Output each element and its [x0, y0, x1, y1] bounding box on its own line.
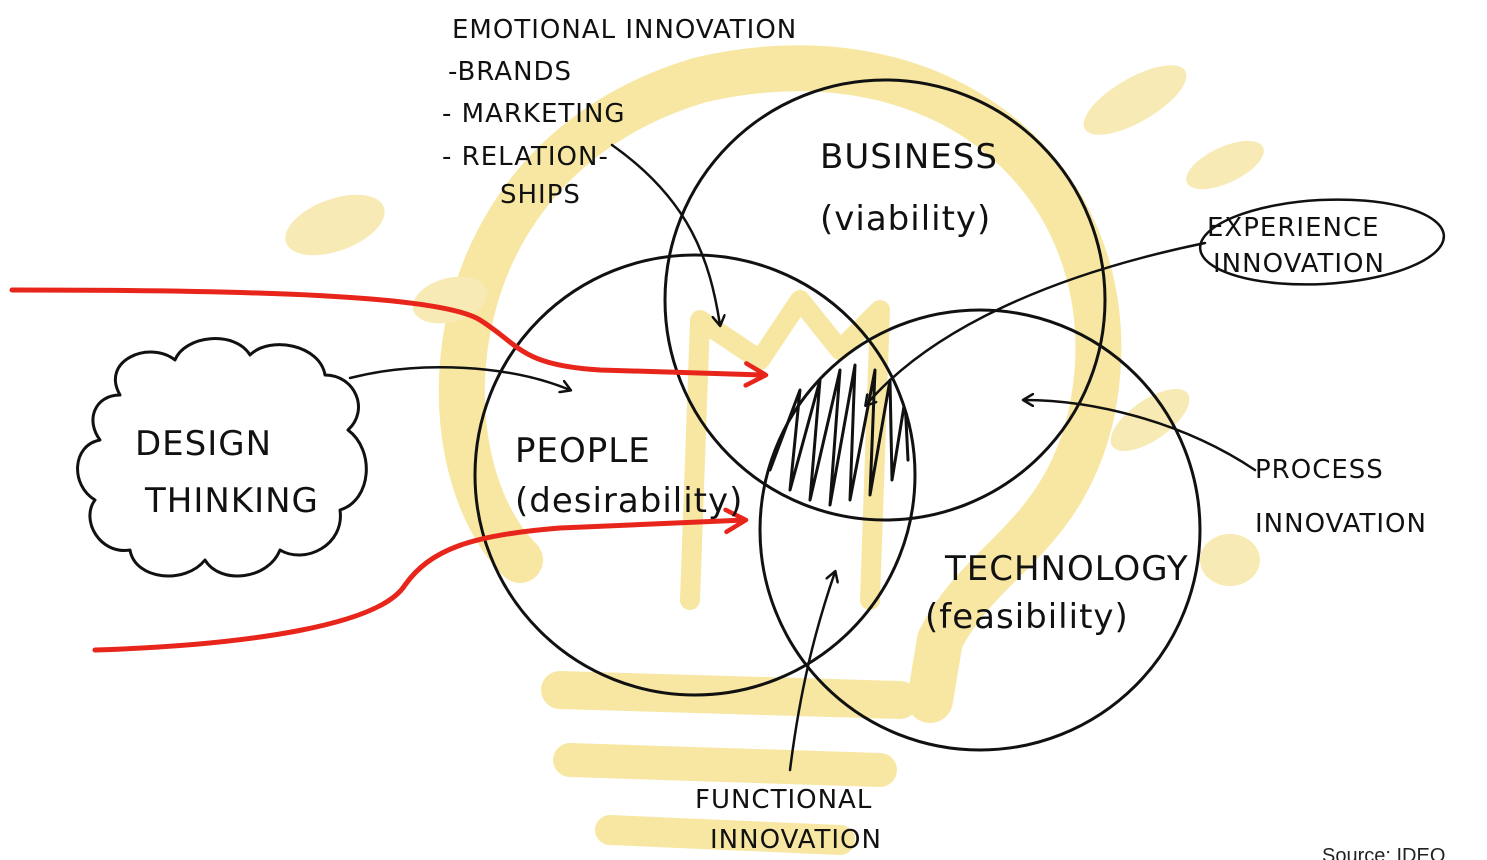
business-sub-label: (viability) [820, 199, 991, 239]
technology-sub-label: (feasibility) [925, 597, 1129, 637]
arrow-experience [866, 241, 1207, 405]
emotional-innovation-title: EMOTIONAL INNOVATION [452, 15, 797, 45]
source-credit: Source: IDEO [1322, 845, 1445, 860]
experience-innovation-line1: EXPERIENCE [1207, 213, 1380, 243]
people-sub-label: (desirability) [515, 481, 743, 521]
design-thinking-cloud [76, 337, 368, 578]
arrow-functional [788, 572, 835, 772]
emotional-innovation-label: EMOTIONAL INNOVATION -BRANDS - MARKETING… [442, 15, 797, 210]
business-label: BUSINESS [820, 137, 998, 177]
process-innovation-line2: INNOVATION [1255, 509, 1427, 539]
business-circle [663, 78, 1107, 522]
experience-innovation-line2: INNOVATION [1213, 249, 1385, 279]
process-innovation-line1: PROCESS [1255, 455, 1384, 485]
emotional-item-marketing: - MARKETING [442, 99, 626, 129]
people-circle [473, 253, 917, 697]
arrow-process [1024, 400, 1257, 472]
red-arrow-upper [9, 287, 769, 388]
emotional-item-brands: -BRANDS [448, 57, 572, 87]
functional-innovation-line2: INNOVATION [710, 825, 882, 855]
red-arrow-lower [92, 507, 749, 653]
design-thinking-line2: THINKING [144, 481, 319, 521]
emotional-item-relation: - RELATION- [442, 142, 609, 172]
arrow-emotional [610, 143, 720, 325]
arrow-design-to-people [348, 366, 570, 390]
people-label: PEOPLE [515, 431, 651, 471]
intersection-hatching [768, 363, 910, 507]
emotional-item-ships: SHIPS [500, 180, 581, 210]
lightbulb-watermark [285, 45, 1264, 855]
technology-circle [758, 308, 1202, 752]
experience-innovation-oval [1198, 198, 1446, 286]
technology-label: TECHNOLOGY [944, 549, 1189, 589]
functional-innovation-line1: FUNCTIONAL [695, 785, 872, 815]
design-thinking-line1: DESIGN [135, 424, 272, 464]
